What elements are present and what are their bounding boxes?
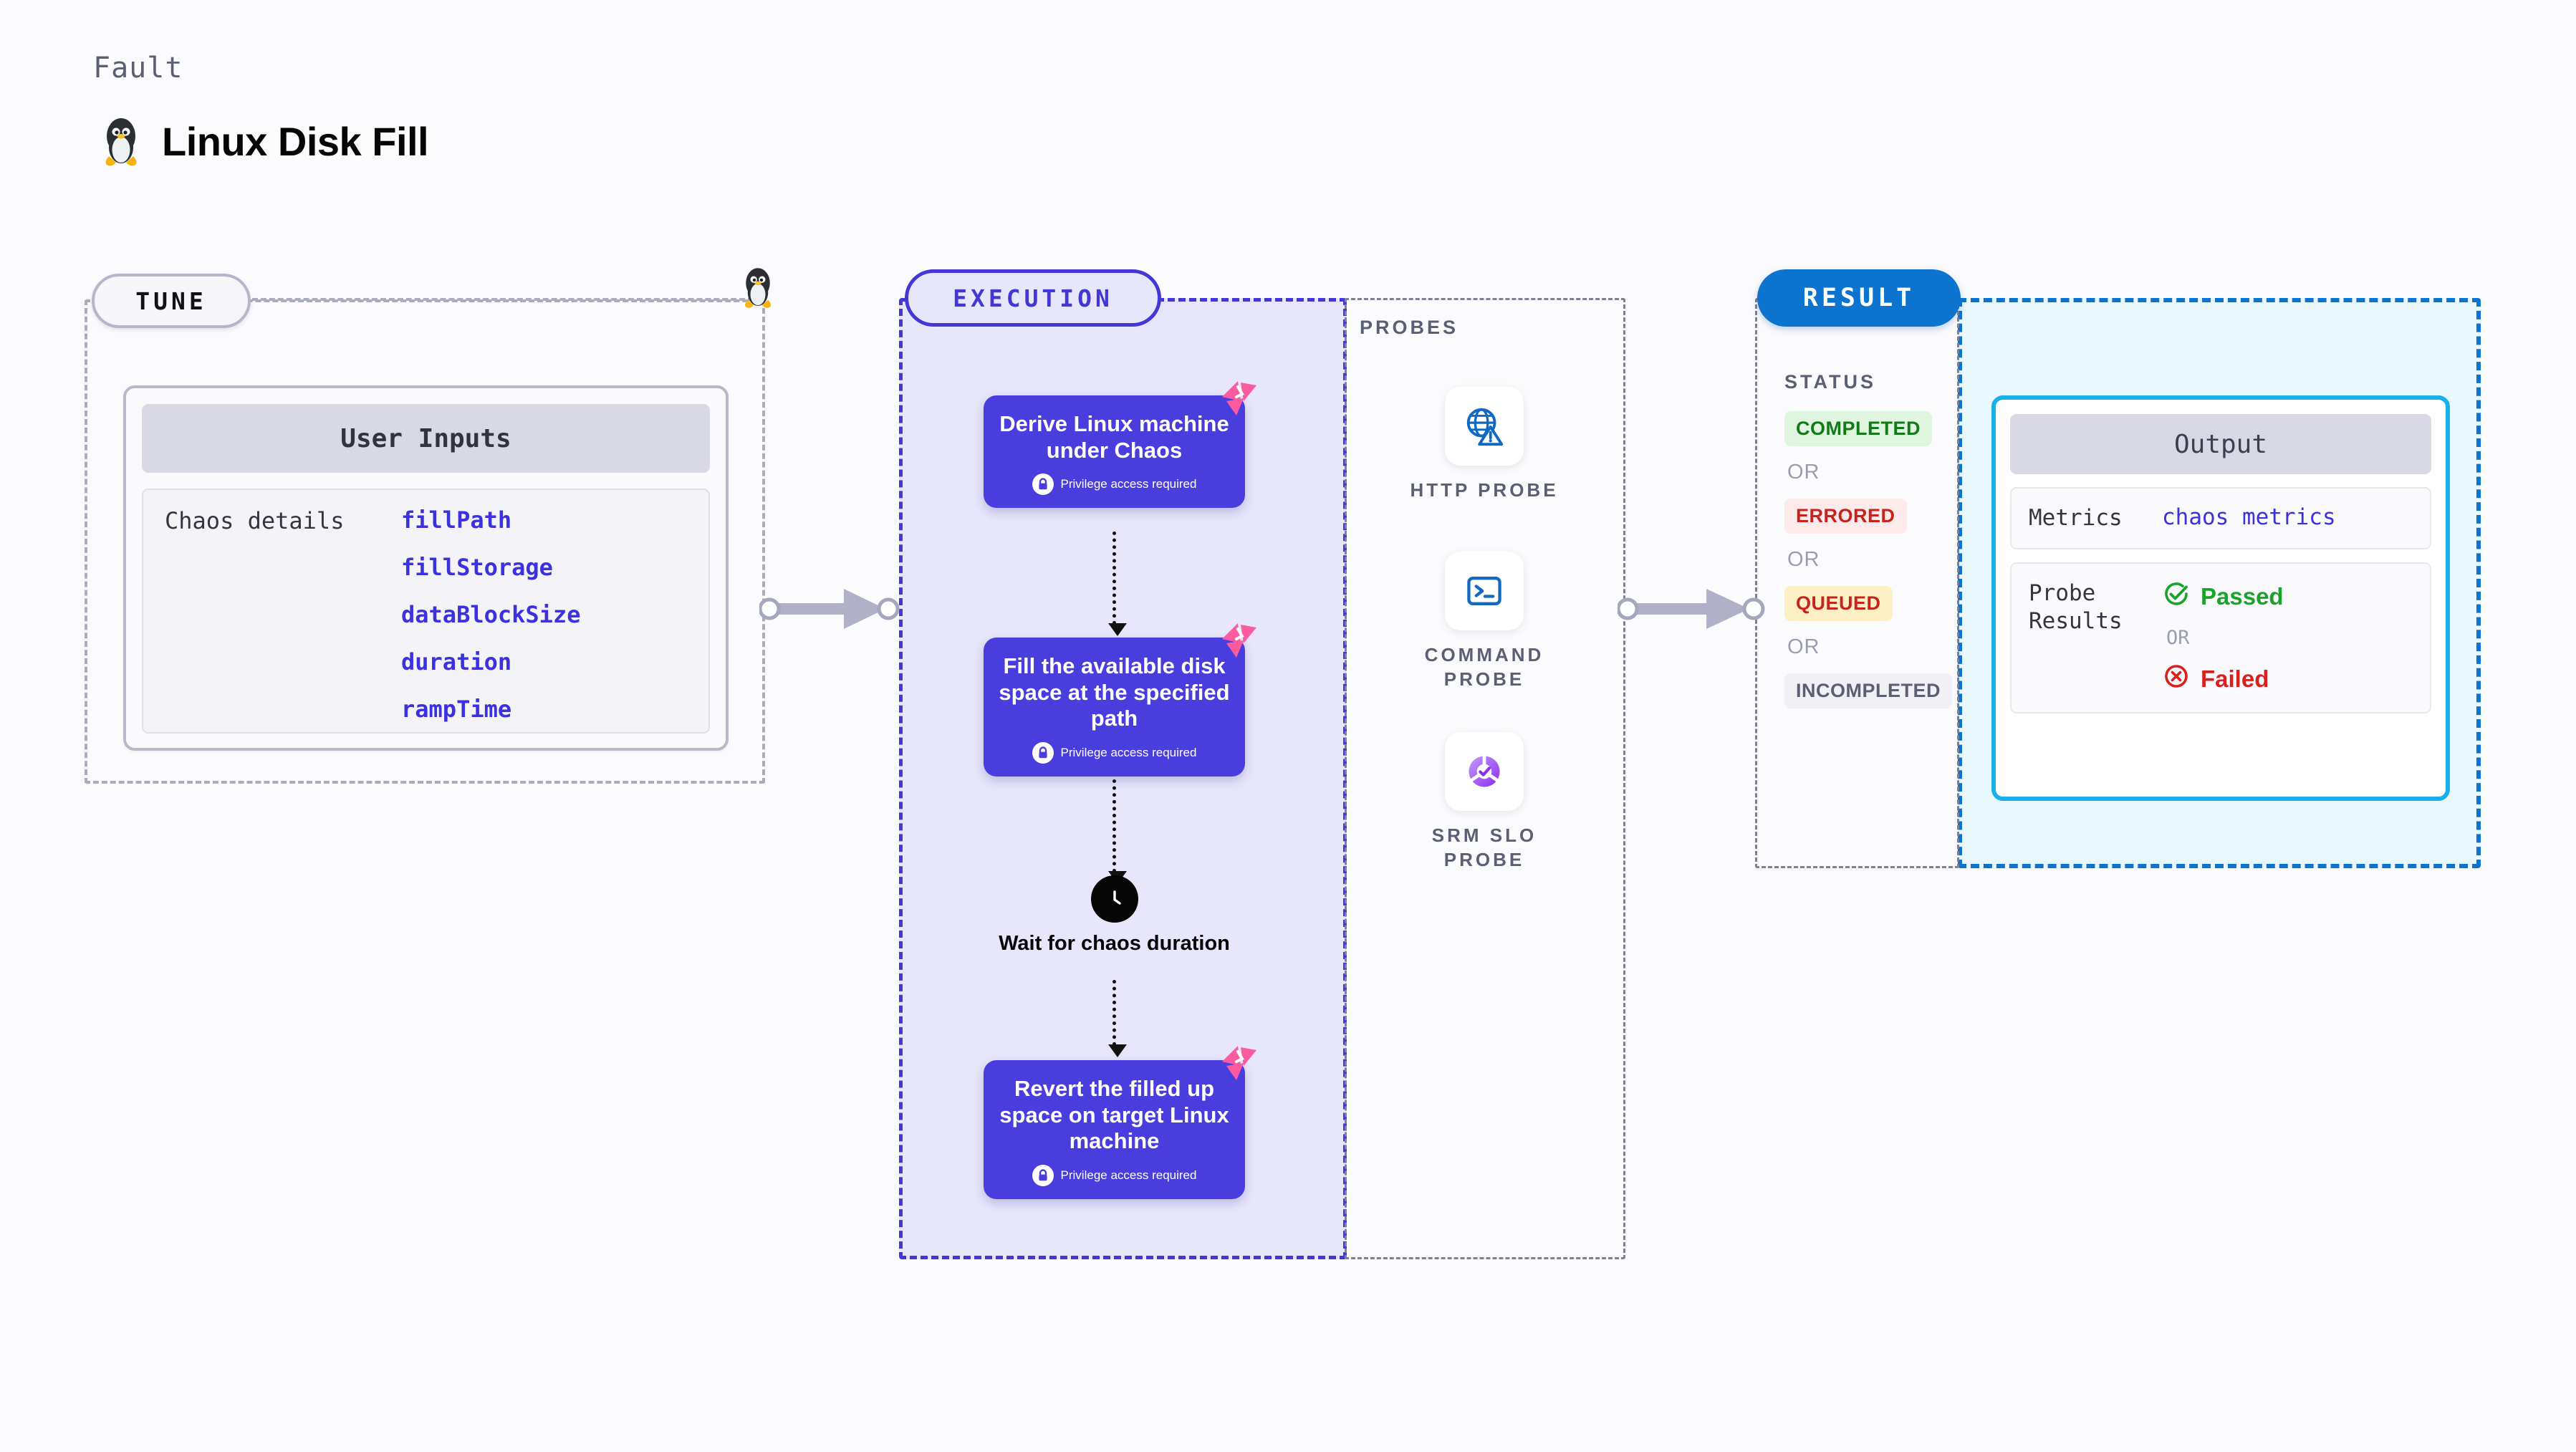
status-title: STATUS bbox=[1784, 371, 1876, 393]
globe-warning-icon bbox=[1445, 387, 1524, 466]
probe-label: HTTP PROBE bbox=[1410, 479, 1559, 501]
result-pill-label: RESULT bbox=[1802, 284, 1916, 312]
output-probe-results-row: Probe Results Passed OR bbox=[2010, 562, 2431, 713]
status-badge-incompleted: INCOMPLETED bbox=[1784, 673, 1953, 708]
tune-pill-label: TUNE bbox=[135, 287, 207, 315]
probe-label: SRM SLO PROBE bbox=[1431, 824, 1537, 870]
clock-icon bbox=[1090, 875, 1138, 923]
status-or-label: OR bbox=[1787, 461, 1820, 484]
chaos-param-datablocksize[interactable]: dataBlockSize bbox=[401, 601, 581, 628]
probe-result-passed: Passed bbox=[2162, 580, 2284, 614]
tune-section-pill[interactable]: TUNE bbox=[92, 274, 251, 328]
page-title: Linux Disk Fill bbox=[162, 118, 429, 164]
chaos-param-duration[interactable]: duration bbox=[401, 648, 512, 675]
execution-step-title: Fill the available disk space at the spe… bbox=[999, 653, 1230, 731]
execution-step-title: Revert the filled up space on target Lin… bbox=[999, 1076, 1229, 1154]
lock-icon bbox=[1032, 741, 1054, 764]
output-metrics-value[interactable]: chaos metrics bbox=[2162, 504, 2336, 530]
user-inputs-body: Chaos details fillPath fillStorage dataB… bbox=[142, 489, 710, 734]
execution-step-card[interactable]: Derive Linux machine under Chaos Privile… bbox=[984, 381, 1256, 509]
chaos-flag-icon bbox=[1219, 1044, 1258, 1083]
probe-result-or-label: OR bbox=[2166, 626, 2190, 649]
status-or-label: OR bbox=[1787, 635, 1820, 658]
user-inputs-card: User Inputs Chaos details fillPath fillS… bbox=[123, 385, 729, 751]
execution-step-privilege: Privilege access required bbox=[996, 1164, 1232, 1186]
chaos-param-fillpath[interactable]: fillPath bbox=[401, 506, 512, 534]
execution-step-privilege-label: Privilege access required bbox=[1060, 477, 1197, 491]
execution-step-card[interactable]: Fill the available disk space at the spe… bbox=[984, 623, 1256, 777]
x-circle-icon bbox=[2162, 662, 2191, 696]
execution-step-card[interactable]: Revert the filled up space on target Lin… bbox=[984, 1046, 1256, 1199]
execution-step-privilege-label: Privilege access required bbox=[1060, 1168, 1197, 1182]
flow-arrow-wait-to-step3 bbox=[1108, 980, 1127, 1057]
user-inputs-header: User Inputs bbox=[142, 404, 710, 473]
lock-icon bbox=[1032, 1164, 1054, 1186]
execution-section-pill[interactable]: EXECUTION bbox=[905, 269, 1161, 327]
check-circle-icon bbox=[2162, 580, 2191, 614]
fault-title-row: Linux Disk Fill bbox=[99, 115, 429, 168]
status-badge-errored: ERRORED bbox=[1784, 499, 1907, 534]
chaos-flag-icon bbox=[1219, 380, 1258, 418]
output-probe-results-key: Probe Results bbox=[2029, 580, 2123, 634]
wait-node-label: Wait for chaos duration bbox=[999, 932, 1230, 955]
execution-step-privilege: Privilege access required bbox=[996, 473, 1232, 496]
chaos-param-ramptime[interactable]: rampTime bbox=[401, 696, 512, 723]
chaos-param-fillstorage[interactable]: fillStorage bbox=[401, 554, 553, 581]
linux-tux-icon bbox=[99, 115, 143, 168]
chaos-params-list: fillPath fillStorage dataBlockSize durat… bbox=[401, 506, 581, 721]
status-badge-completed: COMPLETED bbox=[1784, 411, 1933, 446]
output-card: Output Metrics chaos metrics Probe Resul… bbox=[1991, 395, 2450, 801]
execution-step-privilege: Privilege access required bbox=[996, 741, 1232, 764]
probes-region-boundary bbox=[1345, 298, 1625, 1259]
probe-item-command[interactable]: COMMAND PROBE bbox=[1391, 552, 1577, 692]
probe-item-srm-slo[interactable]: SRM SLO PROBE bbox=[1391, 732, 1577, 872]
slo-donut-check-icon bbox=[1445, 732, 1524, 811]
tune-top-connector-rule bbox=[252, 298, 762, 301]
probe-item-http[interactable]: HTTP PROBE bbox=[1391, 387, 1577, 503]
wait-for-chaos-duration-node: Wait for chaos duration bbox=[984, 875, 1245, 956]
output-metrics-key: Metrics bbox=[2029, 505, 2123, 531]
output-card-header: Output bbox=[2010, 414, 2431, 474]
execution-step-title: Derive Linux machine under Chaos bbox=[999, 411, 1229, 463]
result-section-pill[interactable]: RESULT bbox=[1757, 269, 1961, 327]
status-badge-queued: QUEUED bbox=[1784, 586, 1893, 621]
status-list: COMPLETED OR ERRORED OR QUEUED OR INCOMP… bbox=[1784, 411, 1953, 708]
probe-label: COMMAND PROBE bbox=[1424, 644, 1544, 690]
connector-tune-to-execution bbox=[758, 573, 903, 648]
status-or-label: OR bbox=[1787, 548, 1820, 571]
flow-arrow-step1-to-step2 bbox=[1108, 532, 1127, 636]
probes-title: PROBES bbox=[1360, 317, 1459, 338]
probe-results-values: Passed OR Failed bbox=[2162, 580, 2284, 696]
lock-icon bbox=[1032, 473, 1054, 496]
fault-kicker-label: Fault bbox=[93, 52, 183, 85]
execution-pill-label: EXECUTION bbox=[953, 284, 1113, 312]
chaos-flag-icon bbox=[1219, 622, 1258, 660]
connector-probes-to-result bbox=[1616, 573, 1768, 648]
tune-region-boundary bbox=[85, 299, 765, 784]
probe-result-passed-label: Passed bbox=[2201, 582, 2284, 610]
probe-result-failed-label: Failed bbox=[2201, 665, 2269, 692]
probe-result-failed: Failed bbox=[2162, 662, 2284, 696]
execution-step-privilege-label: Privilege access required bbox=[1060, 745, 1197, 759]
flow-arrow-step2-to-wait bbox=[1108, 779, 1127, 884]
terminal-icon bbox=[1445, 552, 1524, 630]
output-metrics-row: Metrics chaos metrics bbox=[2010, 487, 2431, 549]
linux-tux-icon bbox=[739, 265, 777, 309]
chaos-details-label: Chaos details bbox=[165, 507, 345, 534]
